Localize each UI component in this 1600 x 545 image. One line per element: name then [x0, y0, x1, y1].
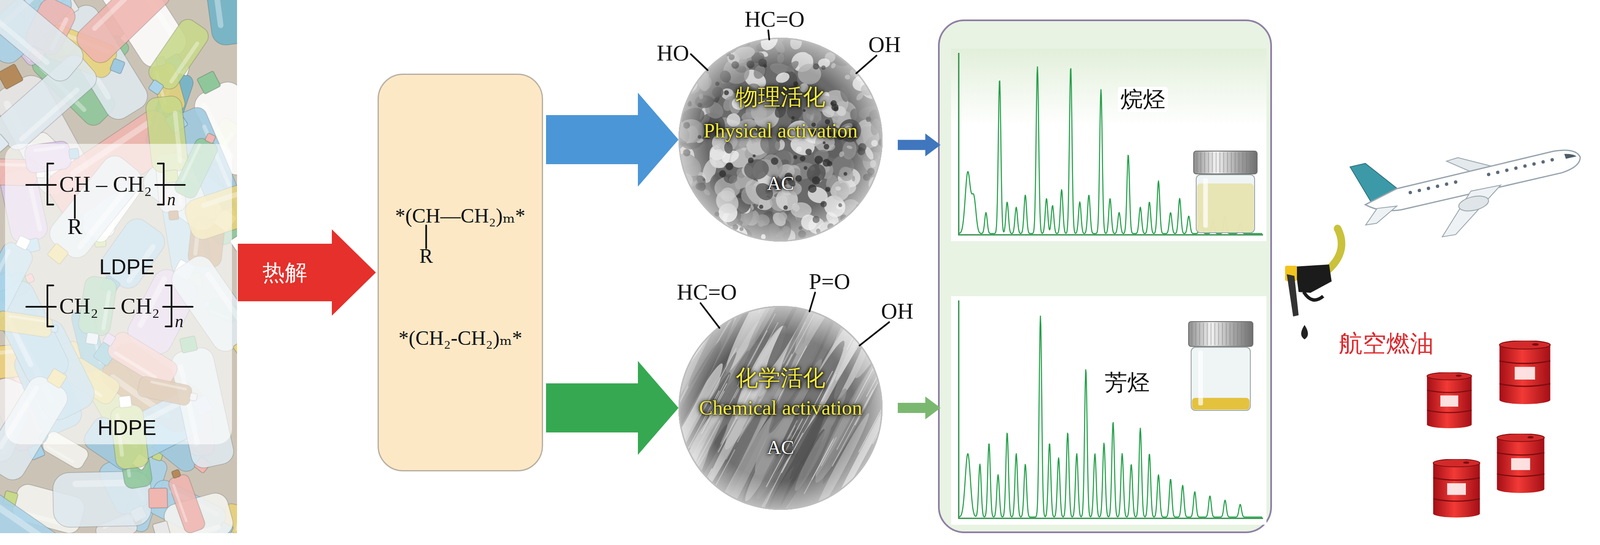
monomer-formula: CH₂ – CH₂: [59, 293, 160, 320]
bracket: [157, 162, 164, 165]
product-class: 芳烃: [1102, 369, 1153, 396]
polymer-box-art: [378, 74, 542, 471]
fuel-barrel: [1499, 340, 1551, 405]
plane-windows: [1408, 157, 1555, 195]
plastic-items: [0, 0, 238, 534]
functional-group: HC=O: [744, 6, 805, 33]
chromatogram-panel-art: [951, 296, 1267, 525]
chain-bond: [26, 306, 56, 308]
polymer-formula: *(CH₂-CH₂)ₘ*: [398, 326, 523, 350]
nozzle-trigger: [1303, 292, 1324, 301]
flow-arrow: [546, 361, 679, 456]
bracket: [47, 203, 54, 206]
nozzle-body: [1295, 264, 1332, 293]
functional-group: P=O: [808, 268, 851, 295]
functional-bond: [690, 54, 708, 71]
plastic-bottle: [0, 0, 89, 86]
polymer-name: HDPE: [97, 416, 157, 441]
bracket: [46, 163, 49, 205]
sample-vial: [1188, 321, 1253, 411]
chain-bond: [155, 184, 185, 186]
circle-outline: [679, 38, 883, 242]
formula-lines: [26, 163, 193, 327]
bond-lines: [690, 30, 877, 74]
functional-group: OH: [868, 31, 902, 58]
nozzle-spout: [1286, 274, 1299, 317]
process-label: 热解: [262, 259, 308, 286]
functional-group: HO: [656, 40, 690, 67]
activated-carbon-circle: HC=OP=OOH化学活化Chemical activationAC: [678, 306, 883, 511]
sem-texture: [667, 25, 893, 251]
polymer-box: *(CH—CH₂)ₘ* R *(CH₂-CH₂)ₘ*: [377, 73, 544, 472]
plane-cockpit: [1564, 151, 1577, 160]
plastic-bottle: [139, 15, 213, 101]
bracket: [157, 203, 164, 206]
plane-engine: [1457, 193, 1490, 214]
fuel-drop: [1301, 325, 1308, 340]
fuel-nozzle: [1285, 228, 1342, 340]
chart-axis: [958, 300, 1264, 519]
flow-arrow: [237, 229, 376, 316]
bracket: [165, 284, 172, 287]
fuel-hose: [1326, 228, 1342, 271]
flow-arrow: [546, 92, 679, 187]
functional-group: OH: [881, 298, 914, 325]
bracket: [47, 325, 54, 328]
chain-bond: [26, 184, 56, 186]
activation-title: 化学活化: [735, 365, 826, 392]
functional-bond: [859, 322, 890, 346]
functional-bond: [809, 292, 815, 312]
activated-carbon-circle: HC=OHOOH物理活化Physical activationAC: [678, 37, 883, 242]
plane-stabilizer: [1362, 204, 1400, 227]
sample-vial: [1193, 151, 1258, 233]
plastic-bottle: [164, 466, 207, 534]
monomer-formula: CH – CH₂: [59, 171, 152, 198]
chromatogram-panel: 芳烃: [951, 296, 1267, 525]
side-group: R: [419, 244, 434, 268]
chromatogram-trace: [959, 316, 1263, 518]
circle-outline: [679, 306, 883, 510]
functional-bond: [700, 303, 720, 328]
fuel-barrels: [1426, 340, 1551, 518]
bracket: [47, 162, 54, 165]
product-class: 烷烃: [1117, 86, 1168, 113]
polymer-name: LDPE: [99, 255, 155, 280]
chromatogram-panel-art: [951, 48, 1267, 242]
flow-arrow: [897, 133, 941, 157]
bracket: [170, 285, 173, 327]
activation-title-en: Physical activation: [703, 118, 858, 143]
airplane: [1350, 115, 1592, 255]
fuel-barrel: [1426, 372, 1472, 429]
bracket: [165, 325, 172, 328]
chromatogram-trace: [959, 66, 1263, 234]
repeat-index: n: [167, 190, 176, 210]
chain-bond: [162, 306, 193, 308]
fuel-label: 航空燃油: [1338, 330, 1434, 358]
chromatogram-panel: 烷烃: [951, 48, 1267, 242]
product-panel: [938, 20, 1272, 533]
bracket: [162, 163, 165, 205]
material-label: AC: [766, 436, 795, 460]
chart-axis: [958, 52, 1264, 235]
functional-group: HC=O: [676, 279, 737, 306]
flow-arrow: [897, 396, 941, 420]
bracket: [46, 285, 49, 327]
functional-bond: [856, 55, 877, 74]
plane-wing: [1433, 184, 1510, 238]
plastic-bottle: [0, 472, 85, 534]
side-group: R: [67, 213, 83, 240]
functional-bond: [768, 30, 770, 40]
activation-title: 物理活化: [735, 84, 826, 111]
sem-texture: [637, 223, 919, 545]
material-label: AC: [766, 172, 795, 196]
repeat-index: n: [174, 311, 184, 332]
text-backdrop: [5, 143, 232, 445]
fuel-barrel: [1433, 459, 1480, 518]
fuel-barrel: [1497, 433, 1545, 494]
bracket: [47, 284, 54, 287]
waste-plastic-photo: CH – CH₂RnLDPECH₂ – CH₂nHDPE: [0, 0, 238, 534]
polymer-formula: *(CH—CH₂)ₘ*: [395, 204, 526, 228]
activation-title-en: Chemical activation: [699, 396, 863, 420]
